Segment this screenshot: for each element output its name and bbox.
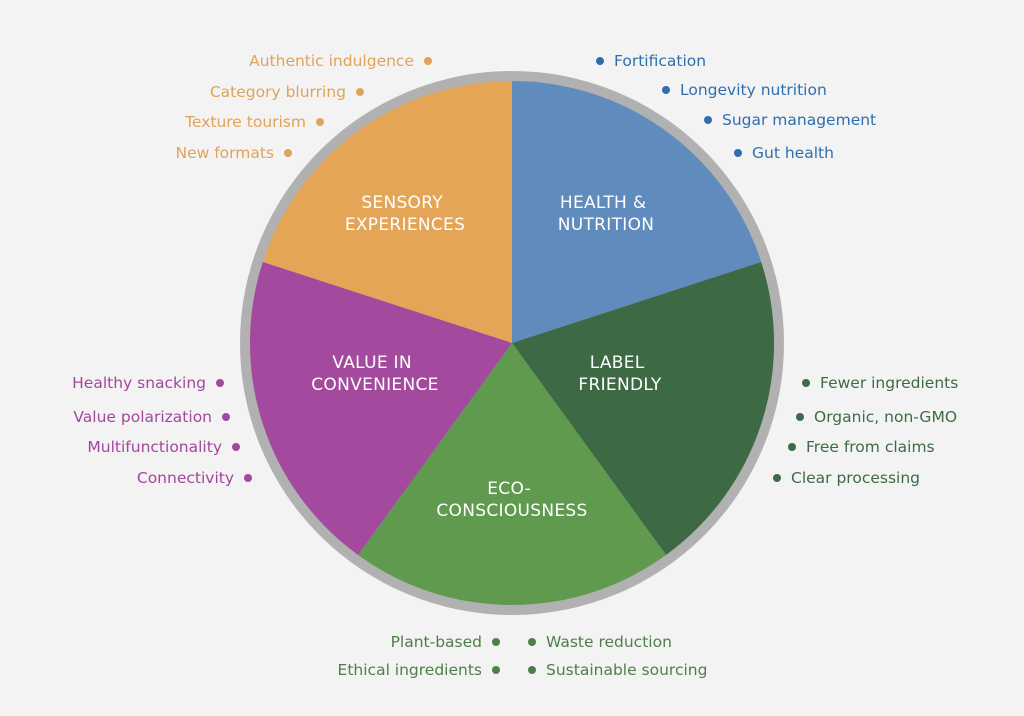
- segment-health-nutrition: [512, 81, 762, 343]
- list-item-label-friendly: Organic, non-GMO: [796, 407, 957, 427]
- item-label: Waste reduction: [546, 633, 672, 651]
- item-label: Free from claims: [806, 438, 935, 456]
- bullet-dot: [244, 474, 252, 482]
- bullet-dot: [802, 379, 810, 387]
- list-item-label-friendly: Clear processing: [773, 468, 920, 488]
- item-label: Category blurring: [209, 83, 346, 101]
- bullet-dot: [596, 57, 604, 65]
- list-item-sensory: Authentic indulgence: [249, 51, 432, 71]
- bullet-dot: [796, 413, 804, 421]
- bullet-dot: [528, 666, 536, 674]
- segment-eco-consciousness: [358, 343, 666, 606]
- item-label: New formats: [175, 144, 274, 162]
- item-label: Fewer ingredients: [820, 374, 959, 392]
- segment-label-health: HEALTH & NUTRITION: [558, 193, 655, 235]
- bullet-dot: [788, 443, 796, 451]
- list-item-eco: Plant-based: [391, 632, 500, 652]
- bullet-dot: [356, 88, 364, 96]
- segment-label-friendly: [512, 262, 775, 555]
- bullet-dot: [773, 474, 781, 482]
- item-label: Multifunctionality: [87, 438, 222, 456]
- bullet-dot: [734, 149, 742, 157]
- bullet-dot: [284, 149, 292, 157]
- item-label: Value polarization: [73, 408, 212, 426]
- item-label: Clear processing: [791, 469, 920, 487]
- list-item-sensory: Category blurring: [210, 82, 364, 102]
- bullet-dot: [492, 638, 500, 646]
- segment-sensory-experiences: [262, 81, 512, 343]
- segment-label-sensory: SENSORY EXPERIENCES: [345, 193, 465, 235]
- bullet-dot: [232, 443, 240, 451]
- item-label: Plant-based: [390, 633, 482, 651]
- item-label: Gut health: [752, 144, 834, 162]
- item-label: Sustainable sourcing: [546, 661, 708, 679]
- bullet-dot: [704, 116, 712, 124]
- item-label: Sugar management: [722, 111, 877, 129]
- item-label: Organic, non-GMO: [814, 408, 958, 426]
- list-item-label-friendly: Free from claims: [788, 437, 935, 457]
- item-label: Longevity nutrition: [680, 81, 827, 99]
- bullet-dot: [528, 638, 536, 646]
- list-item-value: Healthy snacking: [72, 373, 224, 393]
- list-item-value: Value polarization: [73, 407, 230, 427]
- item-label: Texture tourism: [185, 113, 306, 131]
- item-label: Connectivity: [136, 469, 234, 487]
- segment-label-eco: ECO- CONSCIOUSNESS: [436, 479, 587, 521]
- list-item-sensory: Texture tourism: [185, 112, 324, 132]
- list-item-value: Multifunctionality: [87, 437, 240, 457]
- item-label: Fortification: [614, 52, 707, 70]
- list-item-label-friendly: Fewer ingredients: [802, 373, 958, 393]
- bullet-dot: [424, 57, 432, 65]
- list-item-health: Fortification: [596, 51, 706, 71]
- list-item-value: Connectivity: [137, 468, 252, 488]
- bullet-dot: [492, 666, 500, 674]
- item-label: Ethical ingredients: [337, 661, 482, 679]
- bullet-dot: [316, 118, 324, 126]
- list-item-sensory: New formats: [175, 143, 292, 163]
- list-item-health: Gut health: [734, 143, 834, 163]
- segment-value-in-convenience: [249, 262, 512, 555]
- list-item-health: Sugar management: [704, 110, 876, 130]
- bullet-dot: [662, 86, 670, 94]
- list-item-eco: Sustainable sourcing: [528, 660, 707, 680]
- segment-label-label-friendly: LABEL FRIENDLY: [578, 353, 661, 395]
- item-label: Authentic indulgence: [249, 52, 414, 70]
- list-item-health: Longevity nutrition: [662, 80, 827, 100]
- list-item-eco: Waste reduction: [528, 632, 672, 652]
- bullet-dot: [216, 379, 224, 387]
- list-item-eco: Ethical ingredients: [338, 660, 500, 680]
- bullet-dot: [222, 413, 230, 421]
- item-label: Healthy snacking: [72, 374, 206, 392]
- segment-label-value: VALUE IN CONVENIENCE: [311, 353, 438, 395]
